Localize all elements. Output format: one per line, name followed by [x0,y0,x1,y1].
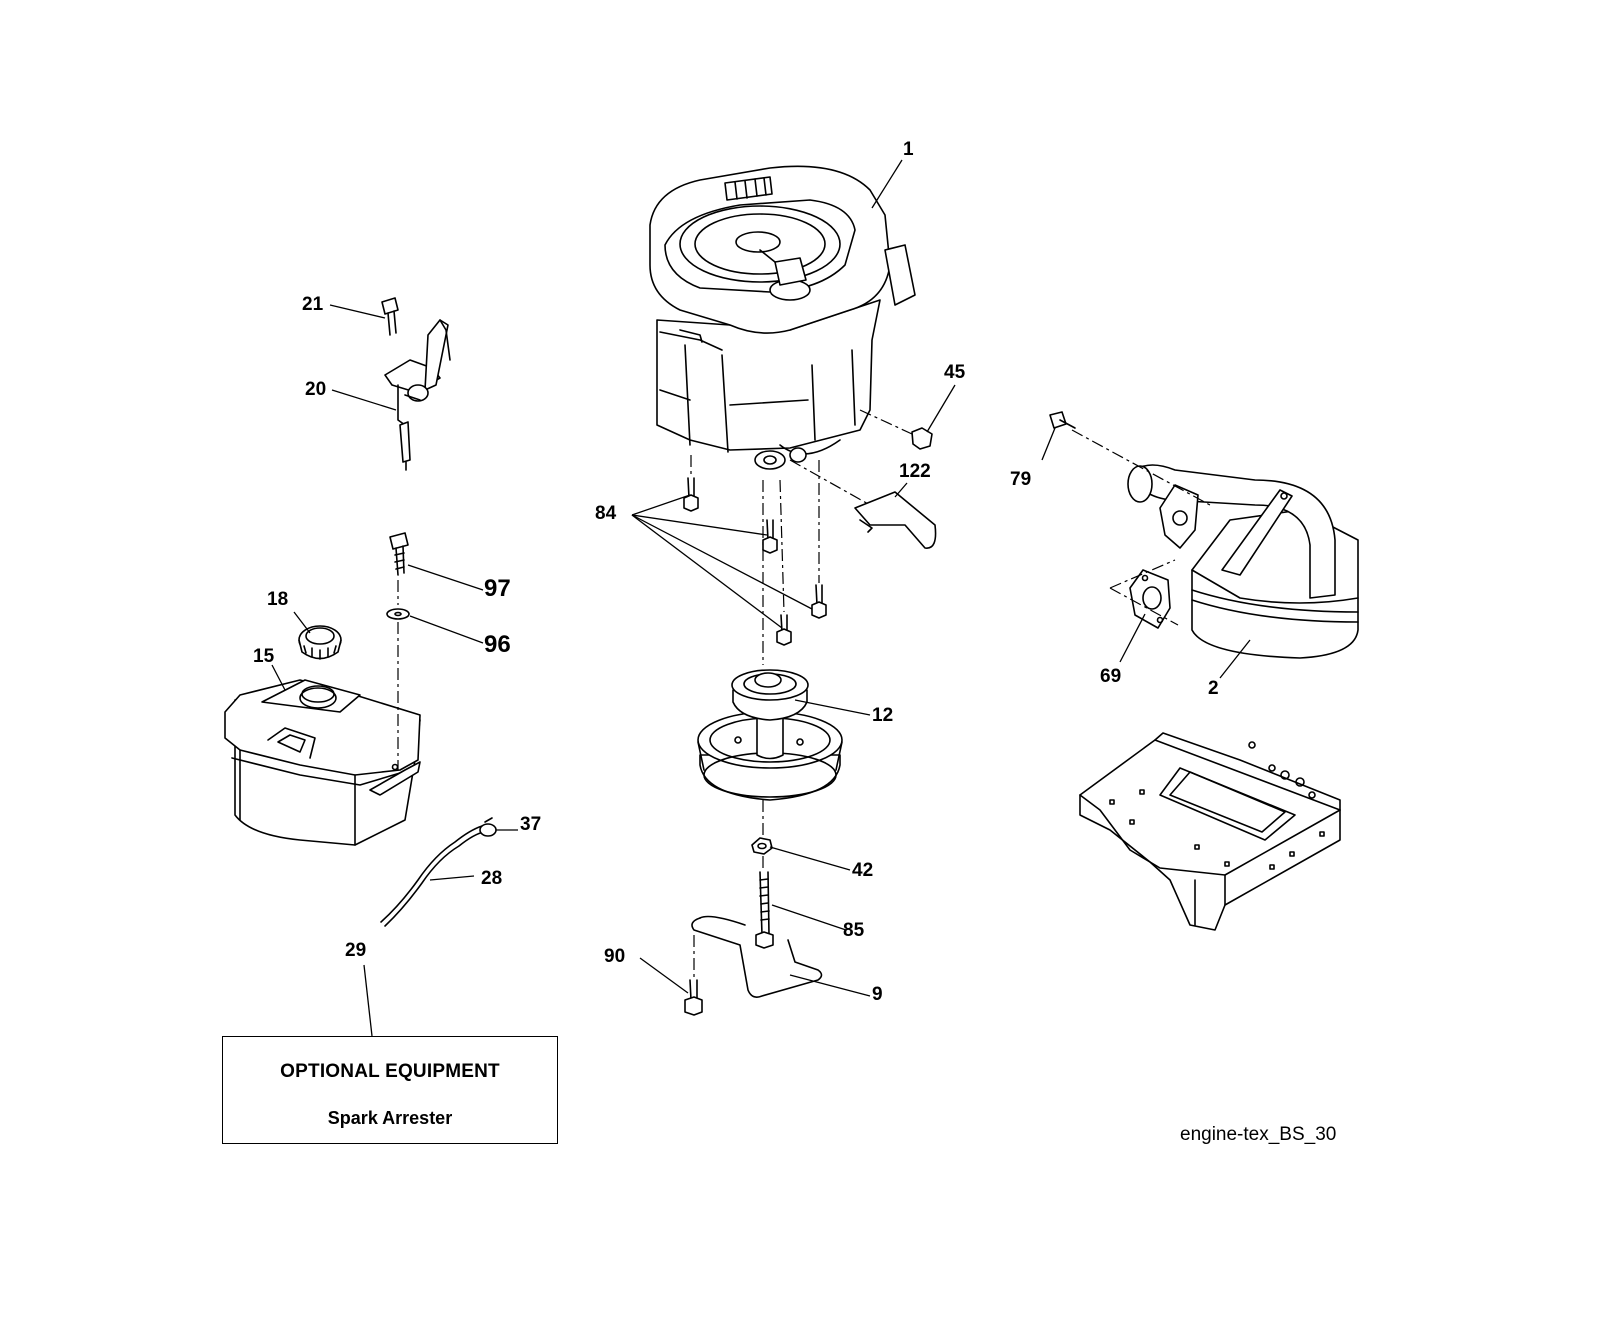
drawing-reference: engine-tex_BS_30 [1180,1124,1337,1145]
washer-part-96 [386,608,410,620]
callout-84: 84 [595,503,617,524]
bolts-part-84 [683,477,827,646]
callout-90: 90 [604,946,625,967]
fuel-line-part-28 [380,825,485,927]
optional-equipment-item: Spark Arrester [327,1108,453,1128]
callout-12: 12 [872,705,893,726]
hose-clamp-part-37 [479,817,497,837]
throttle-control-part-20 [384,319,451,471]
callout-20: 20 [305,379,326,400]
callout-42: 42 [852,860,873,881]
engine-mount-plate [1079,732,1341,931]
bolt-part-79 [1049,411,1076,429]
fuel-tank-part-15 [224,679,421,846]
optional-equipment-title: OPTIONAL EQUIPMENT [280,1061,500,1082]
bolt-part-90 [684,979,703,1016]
callout-29: 29 [345,940,366,961]
callout-79: 79 [1010,469,1031,490]
callout-15: 15 [253,646,275,667]
leader-lines [271,159,1251,1037]
callout-1: 1 [903,139,914,160]
nut-part-45 [911,427,933,450]
screw-part-97 [389,532,409,576]
fuel-cap-part-18 [298,625,342,660]
shield-part-122 [854,491,937,549]
screw-part-21 [381,297,399,336]
callout-21: 21 [302,294,324,315]
callout-9: 9 [872,984,883,1005]
gasket-part-69 [1129,569,1171,629]
bolt-part-85 [755,871,774,949]
callout-18: 18 [267,589,288,610]
engine-part-1 [649,165,916,470]
callout-85: 85 [843,920,865,941]
callout-28: 28 [481,868,502,889]
washer-part-42 [751,837,773,855]
callout-2: 2 [1208,678,1219,699]
callout-96: 96 [484,631,511,658]
bracket-part-9 [691,915,823,998]
optional-equipment-box: OPTIONAL EQUIPMENT Spark Arrester [222,1036,558,1144]
callout-37: 37 [520,814,541,835]
callout-97: 97 [484,575,511,602]
callout-45: 45 [944,362,966,383]
pulley-part-12 [697,669,843,801]
muffler-part-2 [1127,464,1359,659]
callout-122: 122 [899,461,931,482]
callout-69: 69 [1100,666,1121,687]
